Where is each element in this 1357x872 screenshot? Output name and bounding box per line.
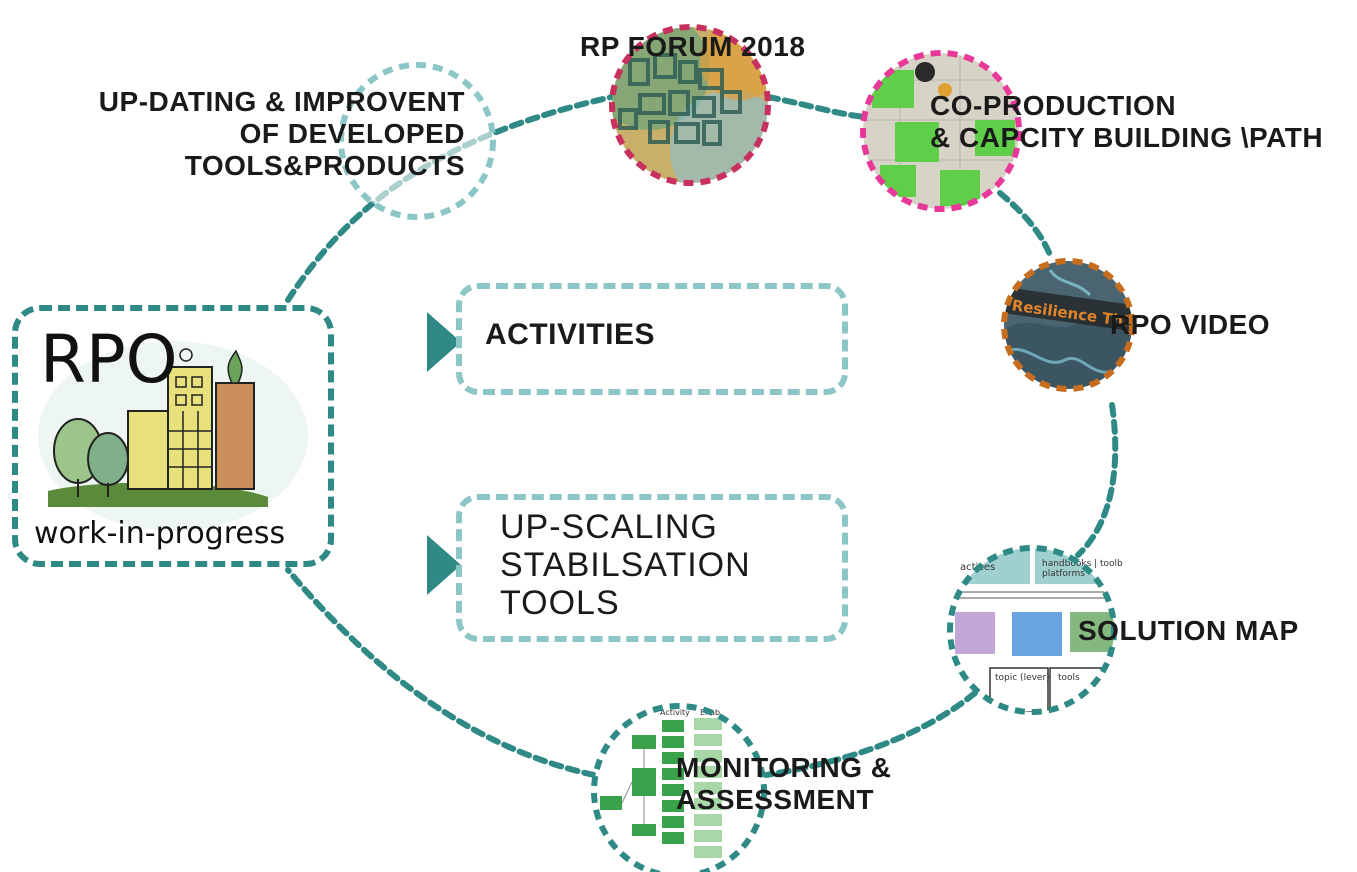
solution-image-text-3: topic (lever)	[995, 673, 1050, 683]
activities-box	[456, 283, 848, 395]
video-label: RPO VIDEO	[1110, 309, 1271, 340]
updating-label: UP-DATING & IMPROVENT OF DEVELOPED TOOLS…	[98, 86, 465, 181]
rpo-card: RPO work-in-progress	[12, 305, 334, 567]
forum-label: RP FORUM 2018	[580, 31, 806, 62]
city-illustration	[38, 341, 308, 531]
rpo-subtitle: work-in-progress	[34, 516, 286, 551]
forum-circle	[609, 24, 771, 186]
monitoring-circle	[591, 703, 767, 872]
solution-label: SOLUTION MAP	[1078, 615, 1299, 646]
rpo-title: RPO	[40, 321, 178, 398]
upscaling-box	[456, 494, 848, 642]
updating-circle	[338, 62, 496, 220]
solution-image-text-4: tools	[1058, 673, 1080, 683]
coproduction-label: CO-PRODUCTION & CAPCITY BUILDING \PATH	[930, 90, 1324, 153]
upscaling-label: UP-SCALING STABILSATION TOOLS	[500, 508, 751, 622]
solution-circle	[947, 545, 1117, 715]
solution-image	[950, 548, 1114, 712]
activities-label: ACTIVITIES	[485, 318, 656, 351]
activities-arrow-icon	[427, 312, 461, 372]
video-image	[1004, 261, 1132, 389]
monitoring-label: MONITORING & ASSESSMENT	[676, 752, 892, 815]
monitoring-image	[594, 706, 764, 872]
video-circle	[1001, 258, 1135, 392]
monitoring-image-text-1: Activity	[660, 708, 690, 717]
coproduction-image	[863, 53, 1019, 209]
coproduction-circle	[860, 50, 1022, 212]
upscaling-arrow-icon	[427, 535, 461, 595]
